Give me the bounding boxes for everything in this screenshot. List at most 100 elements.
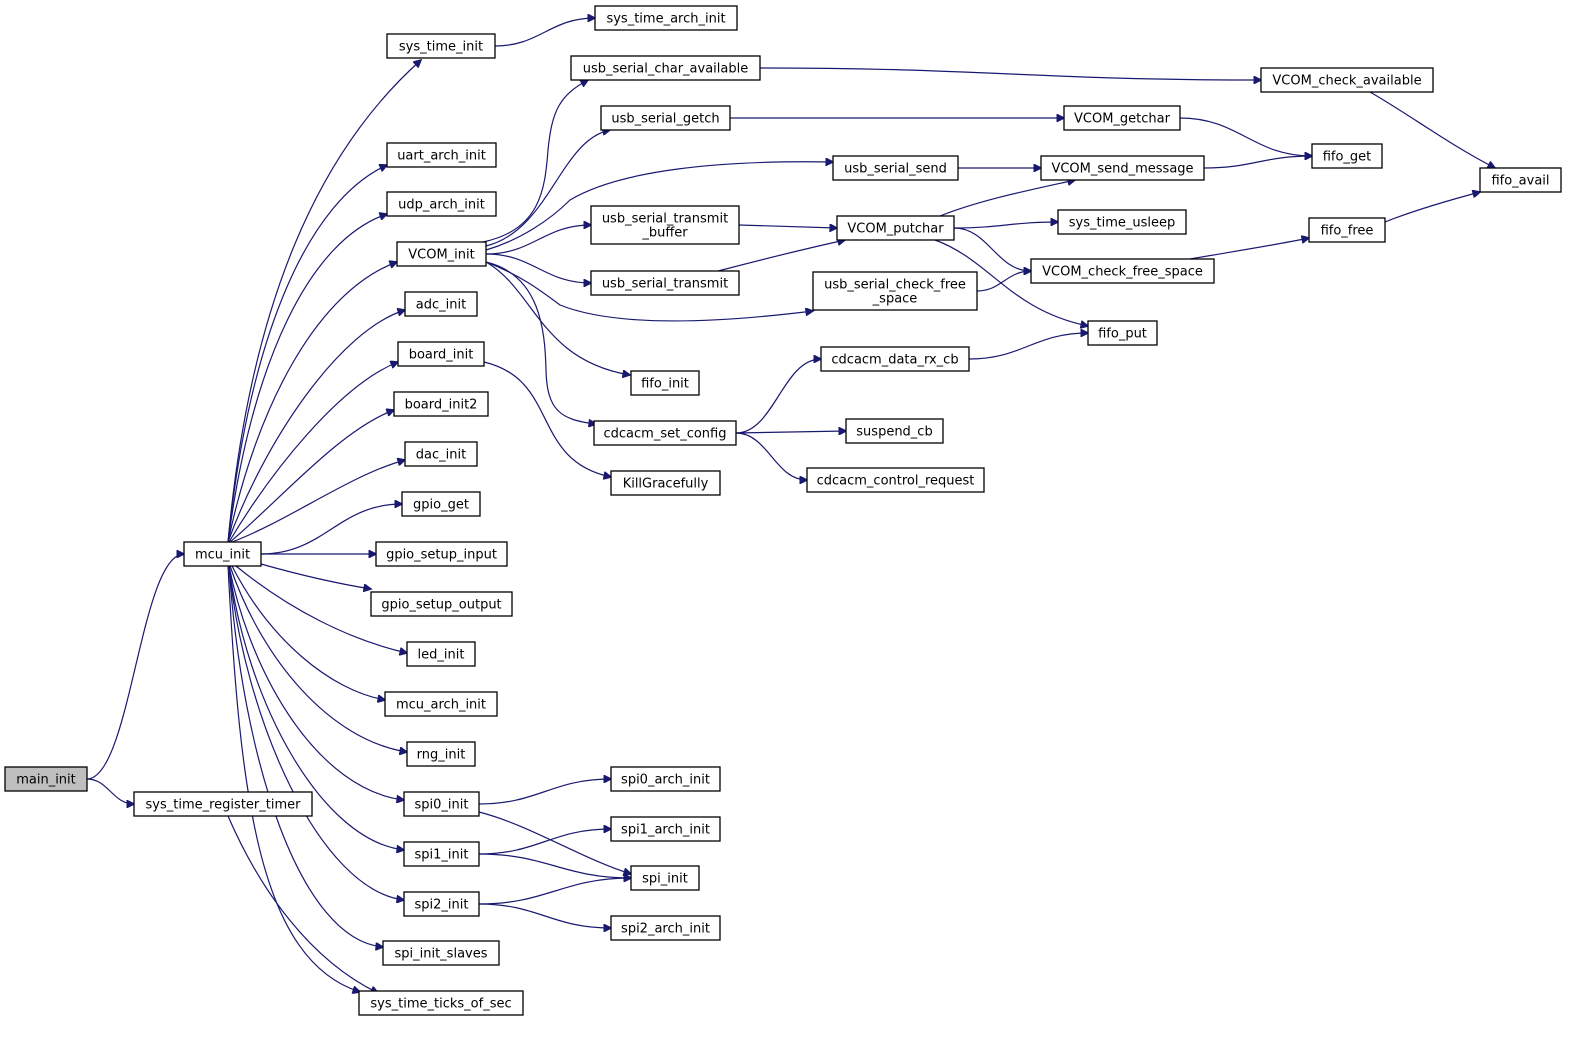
node-usb_serial_transmit[interactable]: usb_serial_transmit (590, 270, 740, 296)
node-spi_init[interactable]: spi_init (630, 865, 700, 891)
node-board_init2[interactable]: board_init2 (393, 391, 489, 417)
node-spi0_init[interactable]: spi0_init (403, 791, 480, 817)
node-label: mcu_init (195, 548, 250, 563)
node-dac_init[interactable]: dac_init (404, 441, 478, 467)
node-board_init[interactable]: board_init (397, 341, 485, 367)
edge-usb_serial_transmit_buffer-to-VCOM_putchar (738, 225, 837, 228)
node-suspend_cb[interactable]: suspend_cb (845, 418, 944, 444)
node-label: fifo_get (1323, 150, 1372, 165)
node-label: spi0_arch_init (621, 773, 710, 788)
edge-cdcacm_set_config-to-suspend_cb (735, 431, 846, 433)
node-spi2_arch_init[interactable]: spi2_arch_init (610, 915, 721, 941)
edge-spi1_init-to-spi1_arch_init (478, 829, 611, 855)
node-VCOM_getchar[interactable]: VCOM_getchar (1063, 105, 1181, 131)
nodes-layer: main_init mcu_init sys_time_register_timer… (4, 5, 1562, 1016)
edge-mcu_init-to-mcu_arch_init (231, 565, 385, 700)
node-spi_init_slaves[interactable]: spi_init_slaves (382, 940, 500, 966)
node-fifo_get[interactable]: fifo_get (1311, 143, 1383, 169)
node-box (401, 491, 481, 517)
edge-mcu_init-to-adc_init (227, 310, 405, 543)
node-box (370, 591, 513, 617)
node-sys_time_usleep[interactable]: sys_time_usleep (1057, 209, 1187, 235)
edge-mcu_init-to-rng_init (229, 565, 407, 752)
node-box (375, 541, 508, 567)
node-spi2_init[interactable]: spi2_init (403, 891, 480, 917)
node-box (812, 271, 978, 311)
edge-VCOM_putchar-to-VCOM_check_free_space (953, 227, 1031, 271)
node-box (403, 841, 480, 867)
node-VCOM_check_available[interactable]: VCOM_check_available (1260, 67, 1434, 93)
edge-fifo_free-to-fifo_avail (1384, 192, 1480, 223)
node-gpio_get[interactable]: gpio_get (401, 491, 481, 517)
node-label: spi_init (642, 872, 688, 887)
node-mcu_arch_init[interactable]: mcu_arch_init (384, 691, 498, 717)
node-gpio_setup_output[interactable]: gpio_setup_output (370, 591, 513, 617)
node-adc_init[interactable]: adc_init (404, 291, 478, 317)
node-label: _space (872, 292, 918, 307)
node-VCOM_putchar[interactable]: VCOM_putchar (836, 215, 955, 241)
node-mcu_init[interactable]: mcu_init (183, 541, 262, 567)
node-label: VCOM_check_available (1272, 74, 1421, 89)
edge-usb_serial_check_free_space-to-VCOM_check_free_space (976, 271, 1031, 292)
node-cdcacm_set_config[interactable]: cdcacm_set_config (593, 420, 737, 446)
node-sys_time_ticks_of_sec[interactable]: sys_time_ticks_of_sec (358, 990, 524, 1016)
node-label: cdcacm_data_rx_cb (831, 353, 958, 368)
node-led_init[interactable]: led_init (406, 641, 476, 667)
node-fifo_free[interactable]: fifo_free (1308, 217, 1386, 243)
node-label: spi_init_slaves (394, 947, 487, 962)
node-cdcacm_control_request[interactable]: cdcacm_control_request (806, 467, 985, 493)
node-label: spi2_arch_init (621, 922, 710, 937)
node-box (1030, 258, 1215, 284)
node-sys_time_register_timer[interactable]: sys_time_register_timer (133, 791, 313, 817)
edge-mcu_init-to-board_init2 (229, 410, 394, 543)
node-label: sys_time_arch_init (606, 12, 725, 27)
node-fifo_avail[interactable]: fifo_avail (1479, 167, 1562, 193)
edge-mcu_init-to-sys_time_ticks_of_sec (227, 565, 360, 992)
node-box (590, 270, 740, 296)
node-spi1_init[interactable]: spi1_init (403, 841, 480, 867)
node-sys_time_arch_init[interactable]: sys_time_arch_init (594, 5, 738, 31)
edge-VCOM_send_message-to-fifo_get (1203, 156, 1312, 169)
node-box (406, 741, 476, 767)
node-label: usb_serial_check_free (824, 278, 966, 293)
node-VCOM_init[interactable]: VCOM_init (396, 241, 487, 267)
node-usb_serial_char_available[interactable]: usb_serial_char_available (570, 55, 761, 81)
node-box (1260, 67, 1434, 93)
node-sys_time_init[interactable]: sys_time_init (386, 33, 496, 59)
edges-layer (86, 18, 1495, 993)
edge-VCOM_putchar-to-VCOM_send_message (939, 180, 1075, 217)
edge-cdcacm_data_rx_cb-to-fifo_put (968, 333, 1088, 360)
node-main_init[interactable]: main_init (4, 766, 88, 792)
node-box (133, 791, 313, 817)
node-box (386, 33, 496, 59)
edge-VCOM_init-to-usb_serial_send (485, 162, 833, 251)
node-spi1_arch_init[interactable]: spi1_arch_init (610, 816, 721, 842)
node-gpio_setup_input[interactable]: gpio_setup_input (375, 541, 508, 567)
edge-mcu_init-to-gpio_setup_output (260, 563, 371, 589)
node-fifo_put[interactable]: fifo_put (1087, 320, 1158, 346)
node-usb_serial_transmit_buffer[interactable]: usb_serial_transmit_buffer (590, 205, 740, 245)
node-usb_serial_getch[interactable]: usb_serial_getch (600, 105, 731, 131)
node-box (1063, 105, 1181, 131)
node-box (593, 420, 737, 446)
node-box (1479, 167, 1562, 193)
node-label: VCOM_check_free_space (1042, 265, 1203, 280)
edge-sys_time_init-to-sys_time_arch_init (494, 18, 595, 47)
node-VCOM_send_message[interactable]: VCOM_send_message (1040, 155, 1205, 181)
edge-spi1_init-to-spi_init (478, 853, 631, 878)
node-VCOM_check_free_space[interactable]: VCOM_check_free_space (1030, 258, 1215, 284)
node-label: uart_arch_init (397, 149, 486, 164)
node-spi0_arch_init[interactable]: spi0_arch_init (610, 766, 721, 792)
node-uart_arch_init[interactable]: uart_arch_init (386, 142, 497, 168)
node-rng_init[interactable]: rng_init (406, 741, 476, 767)
node-usb_serial_check_free_space[interactable]: usb_serial_check_free_space (812, 271, 978, 311)
edge-cdcacm_set_config-to-cdcacm_control_request (735, 432, 807, 480)
node-udp_arch_init[interactable]: udp_arch_init (386, 191, 497, 217)
node-KillGracefully[interactable]: KillGracefully (610, 470, 721, 496)
edge-spi0_init-to-spi_init (478, 811, 631, 874)
node-cdcacm_data_rx_cb[interactable]: cdcacm_data_rx_cb (820, 346, 970, 372)
node-fifo_init[interactable]: fifo_init (630, 370, 700, 396)
node-usb_serial_send[interactable]: usb_serial_send (832, 155, 959, 181)
edge-mcu_init-to-uart_arch_init (227, 165, 387, 543)
edge-mcu_init-to-spi1_init (228, 565, 404, 850)
